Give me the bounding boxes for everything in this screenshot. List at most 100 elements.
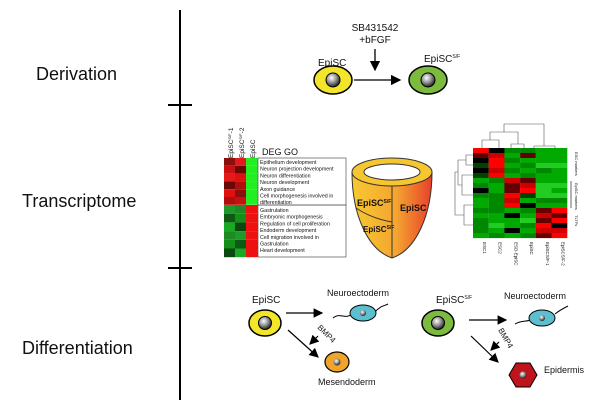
neuroectoderm-label: Neuroectoderm bbox=[327, 288, 389, 298]
heatmap-cell bbox=[551, 193, 568, 199]
heatmap-cell bbox=[535, 223, 552, 229]
heatmap-cell bbox=[504, 223, 521, 229]
heatmap-cell bbox=[246, 158, 258, 166]
heatmap-cell bbox=[224, 197, 235, 205]
heatmap-cell bbox=[488, 198, 505, 204]
heatmap-cell bbox=[235, 205, 246, 214]
arrow bbox=[470, 335, 499, 363]
row-group-label: TLTFs bbox=[574, 215, 579, 226]
heatmap-cell bbox=[224, 222, 235, 232]
heatmap-cell bbox=[520, 163, 536, 169]
cup-left-top-label: EpiSCS/F bbox=[357, 198, 391, 208]
heatmap-cell bbox=[551, 213, 568, 219]
heatmap-cell bbox=[551, 223, 568, 229]
go-term: Axon guidance bbox=[260, 187, 295, 193]
heatmap-cell bbox=[488, 233, 505, 239]
heatmap-cell bbox=[551, 203, 568, 209]
heatmap-cell bbox=[488, 158, 505, 164]
heatmap-cell bbox=[504, 178, 521, 184]
heatmap-cell bbox=[520, 153, 536, 159]
heatmap-column-label: ESD-EpiSC bbox=[513, 242, 518, 266]
heatmap-cell bbox=[235, 231, 246, 240]
heatmap-cell bbox=[246, 248, 258, 258]
heatmap-cell bbox=[473, 208, 489, 214]
heatmap-cell bbox=[551, 208, 568, 214]
bmp4-arrow bbox=[490, 340, 501, 351]
heatmap-column-label: EpiSCS/F-1 bbox=[545, 242, 550, 266]
heatmap-cell bbox=[246, 181, 258, 190]
heatmap-cell bbox=[235, 248, 246, 258]
go-term: Embryonic morphogenesis bbox=[260, 215, 323, 221]
arrow bbox=[287, 329, 319, 358]
nucleus bbox=[539, 315, 545, 321]
heatmap-cell bbox=[504, 203, 521, 209]
heatmap-cell bbox=[535, 168, 552, 174]
episc-sf-label: EpiSCS/F bbox=[436, 295, 472, 306]
heatmap-cell bbox=[535, 218, 552, 224]
heatmap-cell bbox=[224, 205, 235, 214]
heatmap-cell bbox=[235, 213, 246, 223]
go-term: Neuron development bbox=[260, 180, 310, 186]
heatmap-cell bbox=[520, 168, 536, 174]
heatmap-cell bbox=[246, 189, 258, 197]
heatmap-cell bbox=[235, 197, 246, 205]
section-differentiation: Differentiation bbox=[22, 338, 133, 358]
heatmap-cell bbox=[535, 198, 552, 204]
heatmap-cell bbox=[535, 183, 552, 189]
heatmap-cell bbox=[504, 208, 521, 214]
heatmap-cell bbox=[504, 183, 521, 189]
go-term: Heart development bbox=[260, 248, 305, 254]
heatmap-cell bbox=[551, 218, 568, 224]
go-term: Regulation of cell proliferation bbox=[260, 221, 330, 227]
heatmap-cell bbox=[504, 233, 521, 239]
heatmap-cell bbox=[504, 173, 521, 179]
heatmap-cell bbox=[551, 173, 568, 179]
treatment-line2: +bFGF bbox=[359, 35, 390, 46]
nucleus bbox=[420, 72, 436, 88]
heatmap-cell bbox=[504, 168, 521, 174]
heatmap-cell bbox=[473, 223, 489, 229]
heatmap-cell bbox=[551, 178, 568, 184]
heatmap-cell bbox=[488, 163, 505, 169]
heatmap-cell bbox=[473, 173, 489, 179]
heatmap-cell bbox=[520, 233, 536, 239]
heatmap-cell bbox=[246, 222, 258, 232]
heatmap-cell bbox=[488, 168, 505, 174]
go-term: Epithelium development bbox=[260, 160, 317, 166]
section-derivation: Derivation bbox=[36, 64, 117, 84]
heatmap-cell bbox=[535, 173, 552, 179]
mesendoderm-label: Mesendoderm bbox=[318, 377, 376, 387]
treatment-line1: SB431542 bbox=[352, 23, 399, 34]
heatmap-cell bbox=[504, 228, 521, 234]
heatmap-cell bbox=[235, 239, 246, 249]
heatmap-cell bbox=[535, 208, 552, 214]
heatmap-column-label: EpiSC bbox=[529, 242, 534, 256]
heatmap-cell bbox=[235, 189, 246, 197]
cup-left-bottom-label: EpiSCS/F bbox=[363, 225, 394, 234]
heatmap-cell bbox=[473, 213, 489, 219]
go-term: Endoderm development bbox=[260, 228, 317, 234]
heatmap-cell bbox=[224, 231, 235, 240]
deg-column-label: EpiSCS/F-1 bbox=[227, 127, 235, 158]
heatmap-cell bbox=[224, 181, 235, 190]
heatmap-cell bbox=[488, 183, 505, 189]
heatmap-cell bbox=[520, 178, 536, 184]
heatmap-cell bbox=[224, 158, 235, 166]
heatmap-cell bbox=[246, 205, 258, 214]
heatmap-cell bbox=[535, 163, 552, 169]
heatmap-cell bbox=[488, 148, 505, 154]
bmp4-arrow bbox=[309, 334, 320, 345]
heatmap-cell bbox=[246, 165, 258, 174]
go-term: Gastrulation bbox=[260, 242, 289, 248]
nucleus bbox=[258, 316, 272, 330]
heatmap-cell bbox=[488, 228, 505, 234]
heatmap-cell bbox=[504, 163, 521, 169]
heatmap-cell bbox=[224, 189, 235, 197]
heatmap-cell bbox=[488, 188, 505, 194]
go-term: Cell migration involved in bbox=[260, 235, 319, 241]
heatmap-cell bbox=[224, 173, 235, 182]
bmp4-label: BMP4 bbox=[316, 323, 338, 345]
heatmap-column-label: ESC1 bbox=[482, 242, 487, 254]
